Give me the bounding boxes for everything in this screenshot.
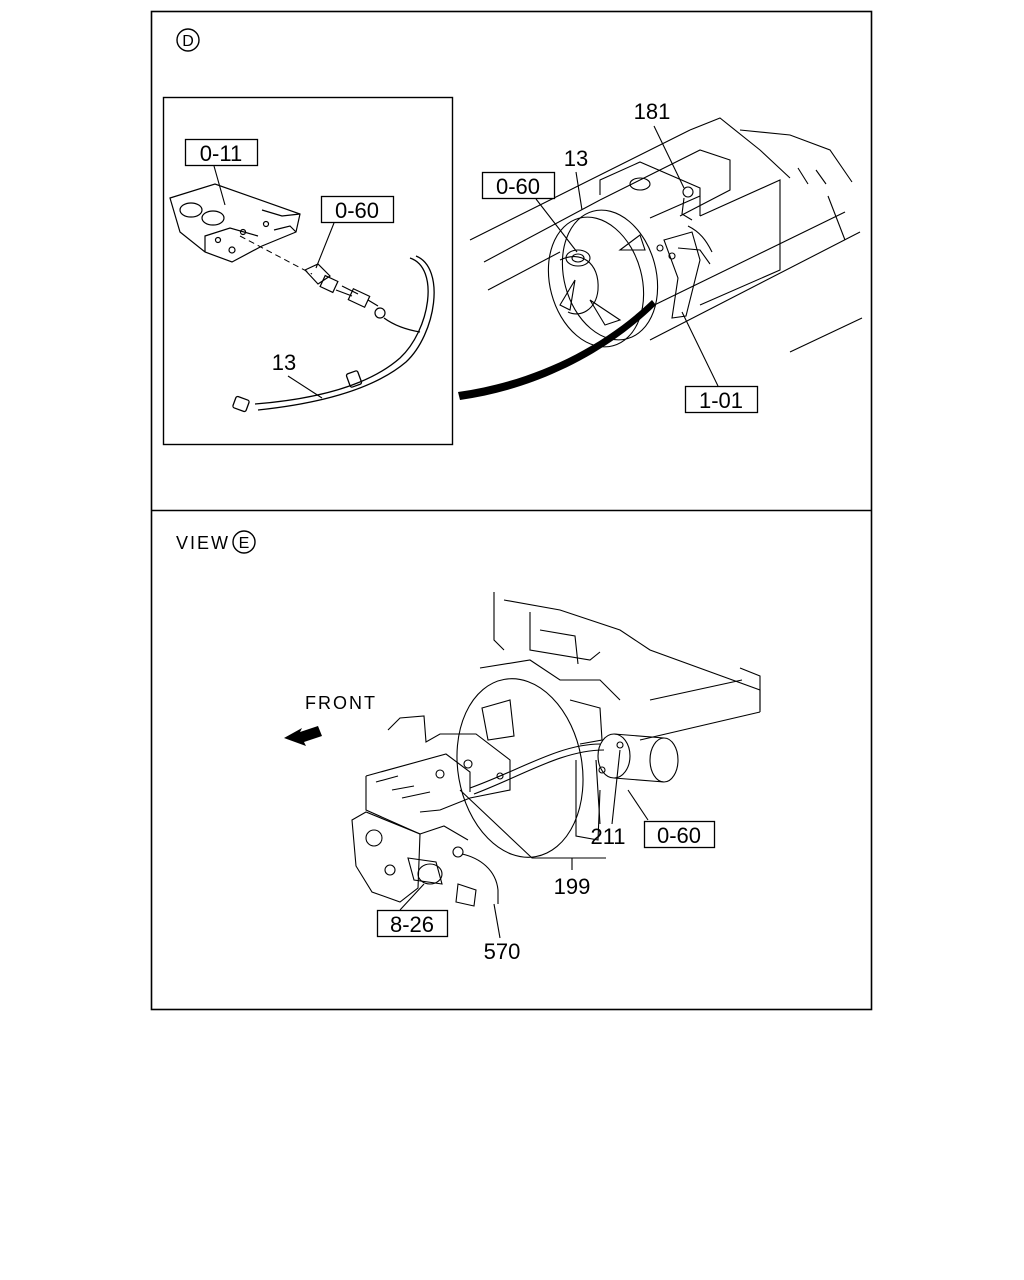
leader-0-60-view <box>627 789 649 821</box>
assembly-guide-line <box>239 235 313 275</box>
callout-box-8-26 <box>376 909 449 938</box>
callout-13-engine: 13 <box>564 146 588 171</box>
view-marker-e <box>232 530 256 554</box>
leader-0-60-inset <box>315 222 335 269</box>
leader-181 <box>653 125 685 189</box>
callout-13-inset: 13 <box>272 350 296 375</box>
engine-illustration <box>469 117 863 353</box>
callout-0-60-inset: 0-60 <box>335 198 379 223</box>
view-caption: VIEW <box>176 533 230 553</box>
leader-211-b <box>611 749 621 825</box>
leader-211-a <box>595 759 601 825</box>
detail-pointer-arrow <box>458 300 656 400</box>
callout-181: 181 <box>634 99 671 124</box>
callout-box-0-60-engine <box>481 171 556 200</box>
view-marker-d-letter: D <box>182 33 194 50</box>
leader-199 <box>459 789 573 870</box>
callout-box-0-11 <box>184 138 259 167</box>
callout-8-26: 8-26 <box>390 912 434 937</box>
leader-13-inset <box>287 375 323 399</box>
callout-570: 570 <box>484 939 521 964</box>
callout-199: 199 <box>554 874 591 899</box>
manifold-illustration <box>169 183 301 263</box>
transmission-illustration <box>351 592 761 907</box>
callout-box-0-60-inset <box>320 195 395 224</box>
panel-d: D <box>162 28 863 446</box>
view-marker-d <box>176 28 200 52</box>
leader-0-60-engine <box>535 198 578 253</box>
callout-211: 211 <box>590 824 625 849</box>
view-marker-e-letter: E <box>239 535 250 552</box>
leader-1-01 <box>681 311 719 387</box>
callout-0-11: 0-11 <box>200 141 242 166</box>
panel-e: VIEW E FRONT <box>176 530 761 964</box>
callout-box-1-01 <box>684 385 759 414</box>
callout-1-01: 1-01 <box>699 388 743 413</box>
callout-box-0-60-view <box>643 820 716 849</box>
leader-0-11 <box>213 165 226 206</box>
callout-0-60-view: 0-60 <box>657 823 701 848</box>
front-arrow-icon <box>284 726 322 746</box>
temperature-sensor-illustration <box>303 263 386 319</box>
callout-0-60-engine: 0-60 <box>496 174 540 199</box>
leader-570 <box>493 903 501 939</box>
leader-8-26 <box>399 883 425 911</box>
wiring-harness-illustration <box>232 255 435 413</box>
leader-13-engine <box>575 171 583 211</box>
front-direction-label: FRONT <box>305 693 377 713</box>
inset-detail-box <box>162 96 454 446</box>
